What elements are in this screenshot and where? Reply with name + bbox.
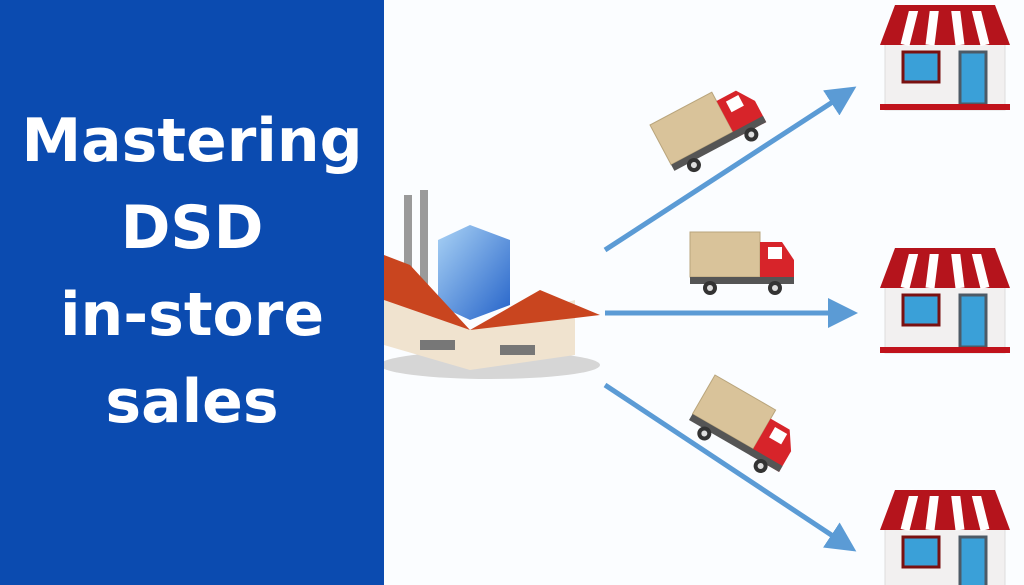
truck-icon (649, 75, 772, 182)
distribution-illustration (384, 0, 1024, 585)
headline-line: in-store (59, 280, 325, 350)
shop-icon (880, 490, 1010, 585)
truck-icon (689, 231, 795, 296)
truck-icon (683, 374, 806, 483)
route-arrows (603, 86, 858, 552)
headline: Mastering DSD in-store sales (0, 98, 384, 446)
shop-icon (880, 5, 1010, 110)
headline-line: Mastering (21, 106, 363, 176)
arrow-icon (603, 382, 857, 552)
headline-line: sales (105, 367, 279, 437)
title-panel: Mastering DSD in-store sales (0, 0, 384, 585)
shop-icon (880, 248, 1010, 353)
factory-icon (384, 190, 600, 379)
arrow-icon (603, 86, 857, 253)
headline-line: DSD (120, 193, 264, 263)
